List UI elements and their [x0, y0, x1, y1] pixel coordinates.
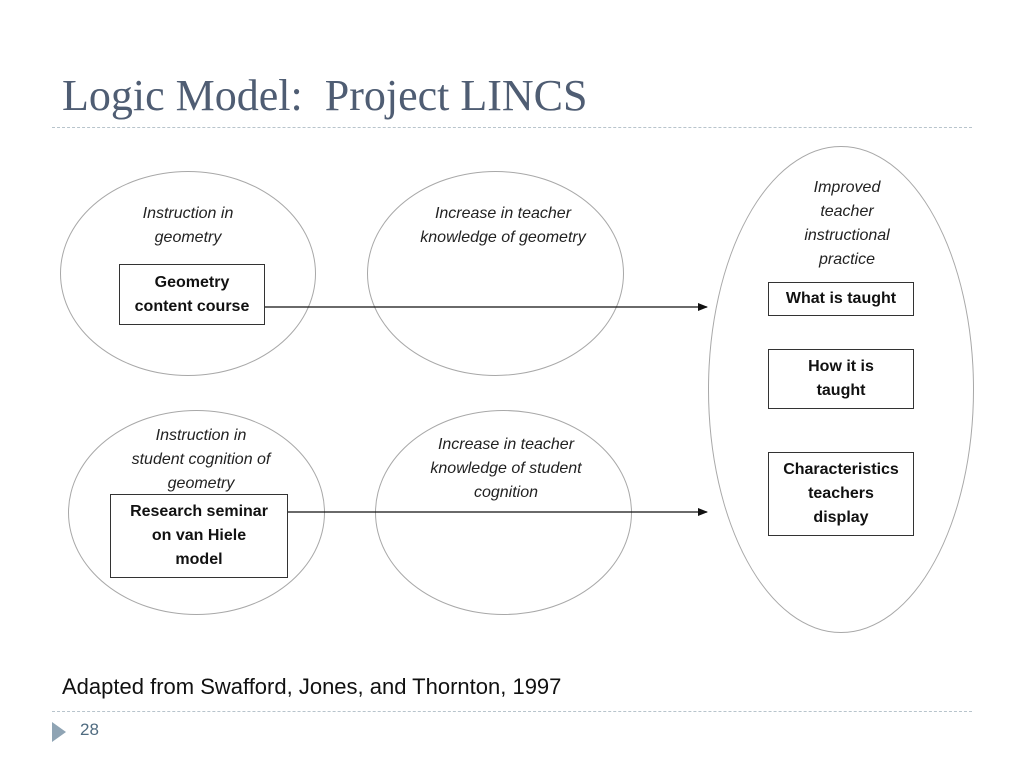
box-line: Research seminar [130, 503, 268, 520]
label-line: geometry [154, 229, 222, 246]
label-teacher-knowledge-cognition: Increase in teacher knowledge of student… [396, 433, 616, 505]
box-line: Characteristics [783, 461, 899, 478]
box-line: What is taught [785, 290, 897, 307]
label-line: teacher [820, 203, 874, 220]
label-line: cognition [473, 484, 539, 501]
box-line: on van Hiele [151, 527, 247, 544]
label-instruction-student-cognition: Instruction in student cognition of geom… [96, 424, 306, 496]
ellipse-instruction-geometry [60, 171, 316, 376]
label-line: Instruction in [142, 205, 234, 222]
box-how-it-is-taught: How it is taught [768, 349, 914, 409]
box-line: How it is [808, 358, 874, 375]
label-line: Instruction in [155, 427, 247, 444]
ellipse-teacher-knowledge-geometry [367, 171, 624, 376]
box-line: teachers [808, 485, 874, 502]
box-line: model [175, 551, 223, 568]
label-line: Improved [813, 179, 881, 196]
title-divider [52, 127, 972, 128]
triangle-bullet-icon [52, 722, 66, 742]
label-teacher-knowledge-geometry: Increase in teacher knowledge of geometr… [393, 202, 613, 250]
label-line: knowledge of student [430, 460, 582, 477]
label-line: Increase in teacher [434, 205, 572, 222]
box-line: display [813, 509, 869, 526]
label-line: student cognition of [131, 451, 271, 468]
footer-divider [52, 711, 972, 712]
box-what-is-taught: What is taught [768, 282, 914, 316]
page-title: Logic Model: Project LINCS [62, 71, 588, 120]
page-number: 28 [80, 720, 99, 739]
label-line: knowledge of geometry [420, 229, 586, 246]
label-line: Increase in teacher [437, 436, 575, 453]
box-line: content course [134, 297, 250, 315]
label-line: practice [818, 251, 876, 268]
source-caption: Adapted from Swafford, Jones, and Thornt… [62, 674, 562, 699]
box-line: Geometry [154, 273, 230, 291]
label-line: geometry [167, 475, 235, 492]
label-line: instructional [804, 227, 890, 244]
box-research-seminar: Research seminar on van Hiele model [110, 494, 288, 578]
ellipse-improved-practice [708, 146, 974, 633]
label-improved-practice: Improved teacher instructional practice [767, 176, 927, 272]
box-geometry-content-course: Geometry content course [119, 264, 265, 325]
box-line: taught [816, 382, 866, 399]
box-characteristics: Characteristics teachers display [768, 452, 914, 536]
label-instruction-geometry: Instruction in geometry [88, 202, 288, 250]
